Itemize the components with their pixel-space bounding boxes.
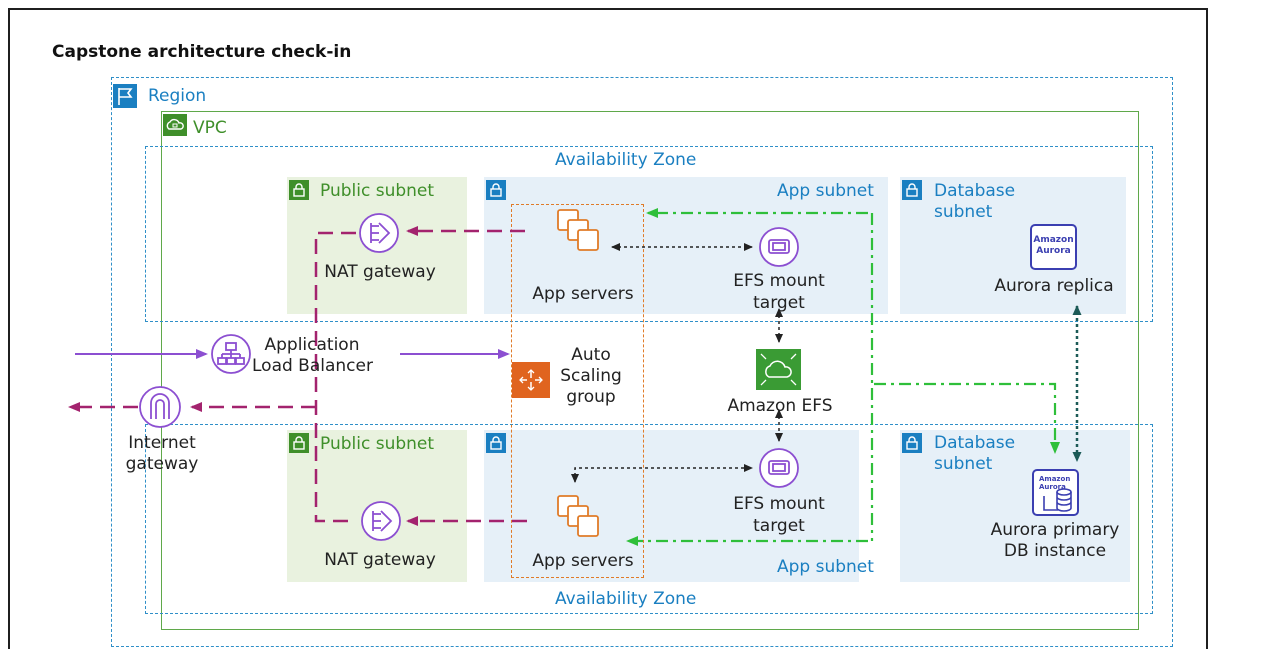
nat-gateway-top-label: NAT gateway xyxy=(324,262,436,282)
amazon-efs-icon xyxy=(756,349,801,390)
app-servers-top-label: App servers xyxy=(532,284,634,304)
aurora-replica-icon: Amazon Aurora xyxy=(1030,224,1077,270)
database-subnet-bottom-label-line2: subnet xyxy=(934,454,993,474)
efs-mount-target-bottom-icon xyxy=(759,448,799,488)
availability-zone-bottom xyxy=(145,424,1153,614)
app-subnet-bottom-label: App subnet xyxy=(777,557,874,577)
load-balancer-label-line2: Load Balancer xyxy=(252,356,373,376)
region-boundary xyxy=(111,77,1173,647)
auto-scaling-group-label: Auto Scaling group xyxy=(556,345,626,408)
app-subnet-top-label: App subnet xyxy=(777,181,874,201)
efs-mount-target-top-label: EFS mount target xyxy=(719,270,839,314)
app-servers-bottom-icon xyxy=(557,495,599,537)
app-subnet-bottom-lock-icon xyxy=(486,433,506,453)
efs-replication-path xyxy=(626,208,1060,546)
app-subnet-bottom xyxy=(484,430,859,582)
aurora-primary-label: Aurora primary DB instance xyxy=(980,520,1130,562)
aurora-replica-icon-text-2: Aurora xyxy=(1036,246,1071,256)
app-subnet-top-lock-icon xyxy=(486,180,506,200)
database-subnet-bottom-label: Database subnet xyxy=(934,433,1015,475)
efs-mount-target-top-icon xyxy=(759,227,799,267)
aurora-primary-label-line1: Aurora primary xyxy=(990,520,1120,540)
nat-gateway-top-icon xyxy=(359,213,399,253)
aurora-primary-label-line2: DB instance xyxy=(1003,541,1107,561)
region-label: Region xyxy=(148,86,207,106)
nat-gateway-bottom-icon xyxy=(361,501,401,541)
database-subnet-bottom-lock-icon xyxy=(902,433,922,453)
public-subnet-bottom-label: Public subnet xyxy=(320,434,435,454)
load-balancer-label: Application Load Balancer xyxy=(252,335,373,377)
page-title: Capstone architecture check-in xyxy=(52,42,352,62)
efs-mount-target-top-label-line2: target xyxy=(753,293,805,313)
public-subnet-bottom-lock-icon xyxy=(289,433,309,453)
load-balancer-label-line1: Application xyxy=(264,335,360,355)
load-balancer-icon xyxy=(211,334,251,374)
efs-mount-target-top-label-line1: EFS mount xyxy=(733,271,825,291)
auto-scaling-icon xyxy=(512,362,550,398)
database-subnet-top-label: Database subnet xyxy=(934,181,1015,223)
nat-gateway-bottom-label: NAT gateway xyxy=(324,550,436,570)
availability-zone-top xyxy=(145,146,1153,322)
efs-mount-target-bottom-label-line2: target xyxy=(753,516,805,536)
database-subnet-bottom xyxy=(900,430,1130,582)
app-servers-bottom-label: App servers xyxy=(532,551,634,571)
internet-gateway-label-line1: Internet xyxy=(128,433,196,453)
availability-zone-top-label: Availability Zone xyxy=(555,150,697,170)
auto-scaling-group-boundary xyxy=(511,204,644,578)
database-subnet-top-label-line2: subnet xyxy=(934,202,993,222)
database-subnet-bottom-label-line1: Database xyxy=(934,433,1016,453)
region-flag-icon xyxy=(113,84,137,108)
vpc-cloud-icon xyxy=(163,114,187,136)
public-subnet-top-label: Public subnet xyxy=(320,181,435,201)
efs-mount-target-bottom-label-line1: EFS mount xyxy=(733,494,825,514)
aurora-primary-icon-text-1: Amazon xyxy=(1039,475,1070,483)
availability-zone-bottom-label: Availability Zone xyxy=(555,589,697,609)
database-subnet-top-lock-icon xyxy=(902,180,922,200)
database-subnet-top-label-line1: Database xyxy=(934,181,1016,201)
amazon-efs-label: Amazon EFS xyxy=(727,396,833,416)
internet-gateway-icon xyxy=(139,386,181,428)
aurora-replica-label: Aurora replica xyxy=(994,276,1114,296)
aurora-replica-icon-text-1: Amazon xyxy=(1033,235,1073,245)
app-servers-top-icon xyxy=(557,209,599,251)
efs-mount-target-bottom-label: EFS mount target xyxy=(719,493,839,537)
aurora-primary-icon-text-2: Aurora xyxy=(1039,483,1066,491)
internet-gateway-label-line2: gateway xyxy=(125,454,199,474)
auto-scaling-group-label-line2: Scaling xyxy=(560,366,622,386)
efs-mount-links xyxy=(571,243,783,483)
outbound-nat-path xyxy=(68,226,527,526)
database-subnet-top xyxy=(900,177,1126,314)
auto-scaling-group-label-line1: Auto xyxy=(571,345,611,365)
auto-scaling-group-label-line3: group xyxy=(566,387,616,407)
internet-gateway-label: Internet gateway xyxy=(116,433,208,475)
vpc-boundary xyxy=(161,111,1139,630)
vpc-label: VPC xyxy=(193,118,227,138)
aurora-primary-icon: Amazon Aurora xyxy=(1032,469,1079,516)
public-subnet-top-lock-icon xyxy=(289,180,309,200)
